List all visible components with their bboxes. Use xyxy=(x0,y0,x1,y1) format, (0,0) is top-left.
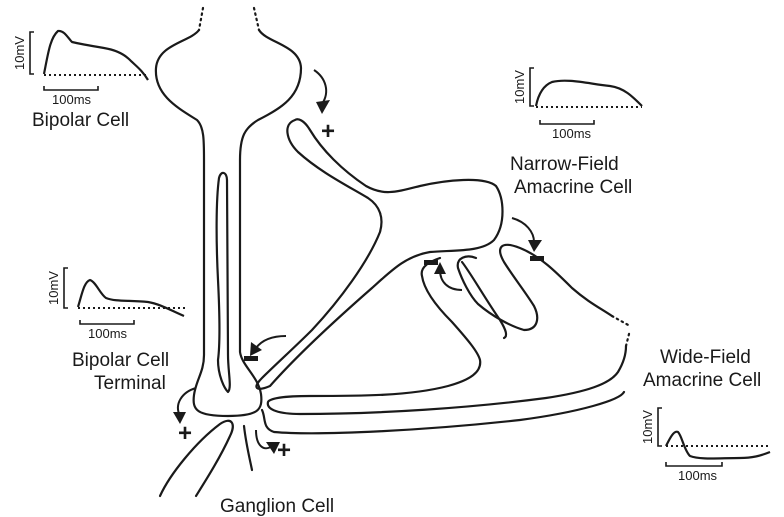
bipolar-cell-label: Bipolar Cell xyxy=(32,110,129,131)
bipolar-terminal-label-line2: Terminal xyxy=(94,373,166,394)
inhibitory-sign-wide xyxy=(530,256,544,261)
narrow-field-label-line1: Narrow-Field xyxy=(510,154,619,175)
trace-wide-field: 10mV 100ms xyxy=(640,408,770,483)
ganglion-cell-label: Ganglion Cell xyxy=(220,496,334,517)
voltage-scale-label: 10mV xyxy=(512,70,527,104)
time-scale-label: 100ms xyxy=(88,326,128,341)
trace-narrow-field: 10mV 100ms xyxy=(512,68,642,141)
voltage-scale-label: 10mV xyxy=(640,410,655,444)
bipolar-terminal-label-line1: Bipolar Cell xyxy=(72,350,169,371)
wide-field-amacrine-shape xyxy=(268,245,630,414)
inhibitory-sign-narrow xyxy=(424,260,438,265)
time-scale-label: 100ms xyxy=(52,92,92,107)
narrow-field-amacrine-shape xyxy=(256,119,502,389)
time-scale-label: 100ms xyxy=(678,468,718,483)
synapse-arrow-terminal-ganglion xyxy=(173,388,196,424)
ganglion-cell-shape xyxy=(160,392,624,496)
trace-bipolar-terminal: 10mV 100ms xyxy=(46,268,186,341)
voltage-scale-label: 10mV xyxy=(46,271,61,305)
trace-bipolar-cell: 10mV 100ms xyxy=(12,31,148,107)
wide-field-label-line2: Amacrine Cell xyxy=(643,370,761,391)
bipolar-cell-shape xyxy=(156,8,301,416)
time-scale-label: 100ms xyxy=(552,126,592,141)
excitatory-sign-wide: + xyxy=(277,437,291,464)
wide-field-label-line1: Wide-Field xyxy=(660,347,751,368)
narrow-field-label-line2: Amacrine Cell xyxy=(514,177,632,198)
voltage-scale-label: 10mV xyxy=(12,36,27,70)
excitatory-sign-ganglion: + xyxy=(178,420,192,447)
synapse-arrow-narrow-terminal xyxy=(250,336,286,356)
inhibitory-sign-terminal xyxy=(244,356,258,361)
excitatory-sign-narrow: + xyxy=(321,118,335,145)
synapse-arrow-bipolar-narrow xyxy=(314,70,330,114)
